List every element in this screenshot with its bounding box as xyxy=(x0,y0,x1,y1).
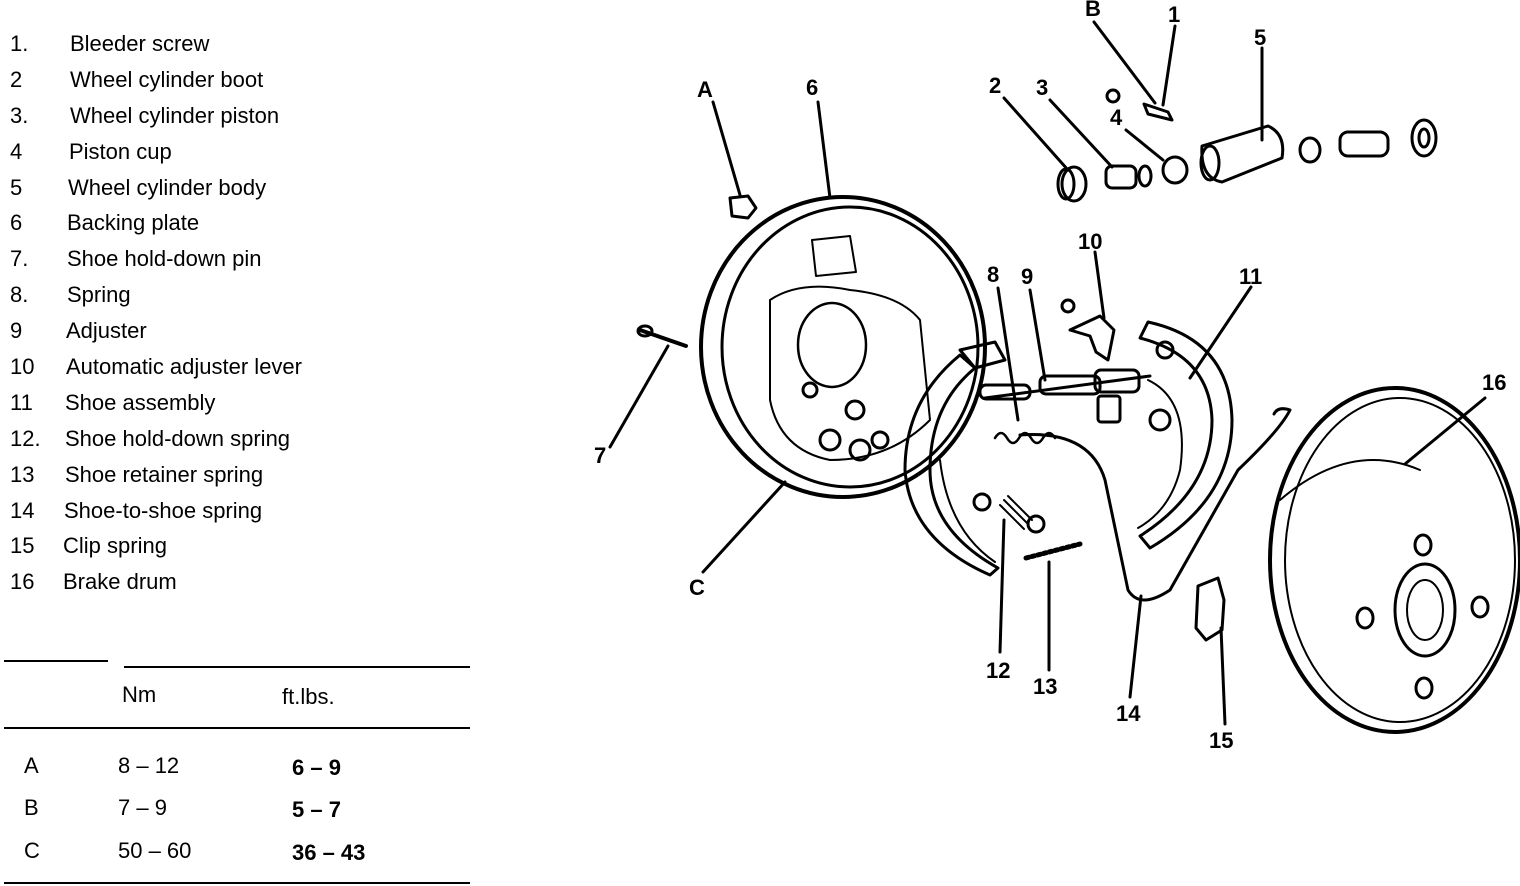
legend-label: Wheel cylinder piston xyxy=(70,102,280,128)
row-point: C xyxy=(24,838,40,863)
callout-5: 5 xyxy=(1254,25,1266,50)
legend-item: 1. Bleeder screw xyxy=(8,26,468,62)
row-nm: 50 – 60 xyxy=(118,838,192,863)
legend-label: Shoe hold-down spring xyxy=(65,425,291,451)
legend-item: 7. Shoe hold-down pin xyxy=(8,241,468,277)
legend-number: 5 xyxy=(10,174,23,200)
legend-number: 15 xyxy=(10,533,35,559)
callout-6: 6 xyxy=(806,75,818,100)
legend-label: Shoe-to-shoe spring xyxy=(64,497,263,523)
header-nm: Nm xyxy=(122,682,157,707)
callout-16: 16 xyxy=(1482,370,1506,395)
row-nm: 8 – 12 xyxy=(118,753,180,778)
callout-9: 9 xyxy=(1021,264,1033,289)
row-ftlbs: 6 – 9 xyxy=(292,755,341,780)
callout-4: 4 xyxy=(1110,105,1123,130)
table-bottom-rule xyxy=(4,882,470,884)
table-header-rule xyxy=(4,727,470,729)
parts-legend: 1. Bleeder screw 2 Wheel cylinder boot 3. W… xyxy=(8,26,468,600)
right-shoe xyxy=(1137,320,1234,550)
callout-8: 8 xyxy=(987,262,999,287)
legend-label: Spring xyxy=(67,282,131,308)
wheel-cylinder-parts xyxy=(1056,88,1438,203)
legend-item: 15 Clip spring xyxy=(8,528,468,564)
legend-item: 12. Shoe hold-down spring xyxy=(8,421,468,457)
clip-spring xyxy=(1194,576,1226,642)
springs xyxy=(972,431,1083,561)
callout-3: 3 xyxy=(1036,75,1048,100)
legend-item: 13 Shoe retainer spring xyxy=(8,457,468,493)
legend-item: 5 Wheel cylinder body xyxy=(8,170,468,206)
callout-13: 13 xyxy=(1033,674,1057,699)
legend-number: 9 xyxy=(10,318,23,344)
legend-number: 8. xyxy=(10,282,29,308)
legend-label: Clip spring xyxy=(63,533,167,559)
callout-C: C xyxy=(689,575,705,600)
callout-2: 2 xyxy=(989,73,1001,98)
row-point: B xyxy=(24,795,39,820)
callout-labels: A B C 1 2 3 4 5 6 7 8 9 10 11 12 13 14 1… xyxy=(594,0,1506,753)
leader-lines xyxy=(608,20,1487,726)
callout-11: 11 xyxy=(1239,264,1262,289)
legend-label: Shoe hold-down pin xyxy=(67,246,262,272)
row-point: A xyxy=(24,753,39,778)
legend-item: 9 Adjuster xyxy=(8,313,468,349)
backing-plate xyxy=(699,195,987,499)
callout-15: 15 xyxy=(1209,728,1233,753)
hold-down-pin xyxy=(636,324,688,348)
legend-item: 16 Brake drum xyxy=(8,564,468,600)
row-ftlbs: 36 – 43 xyxy=(292,840,366,865)
callout-A: A xyxy=(697,77,713,102)
callout-10: 10 xyxy=(1078,229,1102,254)
legend-number: 1. xyxy=(10,31,29,56)
callout-14: 14 xyxy=(1116,701,1141,726)
legend-label: Automatic adjuster lever xyxy=(66,354,302,380)
legend-item: 10 Automatic adjuster lever xyxy=(8,349,468,385)
legend-label: Bleeder screw xyxy=(70,31,210,56)
shoe-to-shoe-spring xyxy=(1018,407,1292,602)
table-top-rule-right xyxy=(124,666,470,668)
legend-item: 8. Spring xyxy=(8,277,468,313)
legend-label: Backing plate xyxy=(67,210,200,236)
legend-label: Adjuster xyxy=(66,318,147,344)
legend-number: 12. xyxy=(10,425,41,451)
callout-B: B xyxy=(1085,0,1101,21)
legend-label: Shoe assembly xyxy=(65,389,216,415)
legend-number: 14 xyxy=(10,497,35,523)
legend-item: 6 Backing plate xyxy=(8,205,468,241)
legend-label: Wheel cylinder boot xyxy=(70,66,264,92)
nut-A xyxy=(728,194,758,220)
legend-label: Piston cup xyxy=(69,138,172,164)
callout-7: 7 xyxy=(594,443,606,468)
header-ftlbs: ft.lbs. xyxy=(282,684,335,709)
legend-item: 3. Wheel cylinder piston xyxy=(8,98,468,134)
row-nm: 7 – 9 xyxy=(118,795,167,820)
legend-number: 2 xyxy=(10,66,23,92)
table-top-rule-left xyxy=(4,660,108,662)
legend-number: 4 xyxy=(10,138,23,164)
torque-spec-table: Nm ft.lbs. A 8 – 12 6 – 9 B 7 – 9 5 – 7 … xyxy=(4,660,470,886)
legend-number: 16 xyxy=(10,569,35,595)
legend-number: 13 xyxy=(10,461,35,487)
legend-label: Brake drum xyxy=(63,569,177,595)
legend-label: Shoe retainer spring xyxy=(65,461,264,487)
callout-1: 1 xyxy=(1168,2,1180,27)
callout-12: 12 xyxy=(986,658,1010,683)
legend-item: 2 Wheel cylinder boot xyxy=(8,62,468,98)
legend-number: 6 xyxy=(10,210,23,236)
legend-number: 7. xyxy=(10,246,29,272)
legend-item: 14 Shoe-to-shoe spring xyxy=(8,493,468,529)
brake-drum xyxy=(1268,386,1520,734)
legend-number: 11 xyxy=(10,389,33,415)
legend-item: 4 Piston cup xyxy=(8,134,468,170)
row-ftlbs: 5 – 7 xyxy=(292,797,341,822)
legend-label: Wheel cylinder body xyxy=(68,174,267,200)
adjuster-assembly xyxy=(983,298,1152,424)
legend-item: 11 Shoe assembly xyxy=(8,385,468,421)
legend-number: 10 xyxy=(10,354,35,380)
legend-number: 3. xyxy=(10,102,29,128)
